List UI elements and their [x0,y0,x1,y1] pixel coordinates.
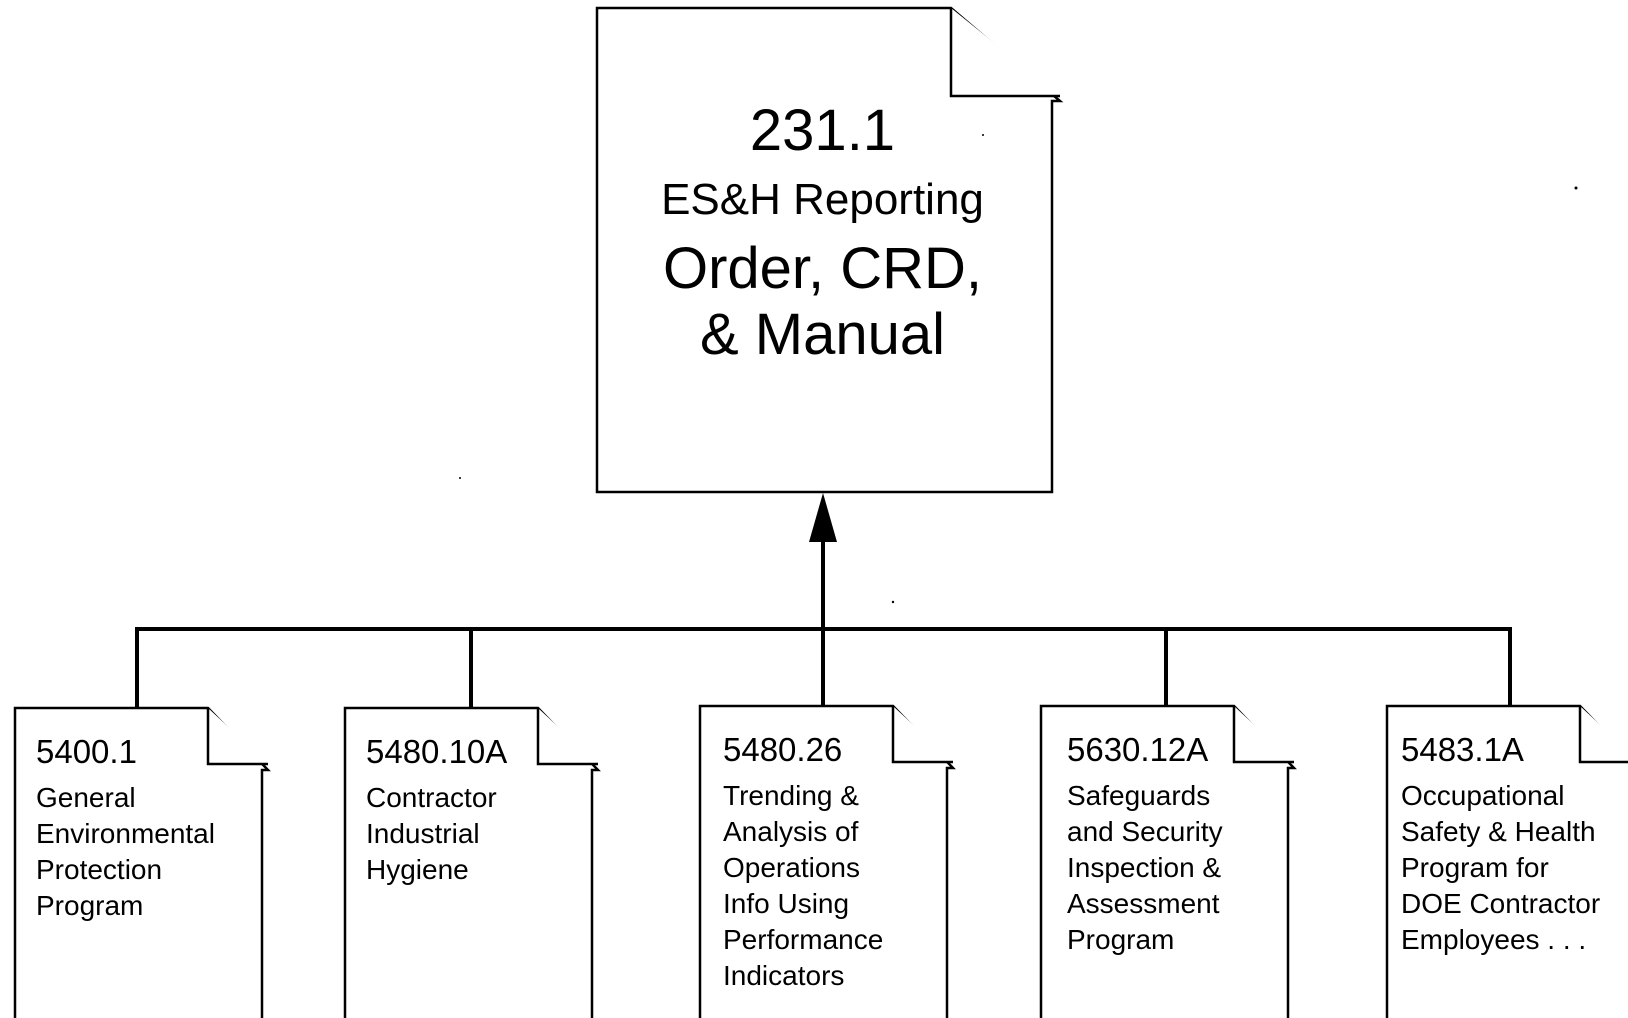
scan-speck [891,600,895,604]
child-document-2-text: 5480.10A Contractor Industrial Hygiene [366,730,507,888]
parent-document-title: Order, CRD, & Manual [662,236,983,367]
child-document-1 [13,706,271,1018]
parent-document-text: 231.1 ES&H Reporting Order, CRD, & Manua… [600,92,1045,368]
child-document-description: General Environmental Protection Program [36,782,215,921]
parent-document-subtitle: ES&H Reporting [661,175,984,224]
child-document-5-text: 5483.1A Occupational Safety & Health Pro… [1401,728,1600,958]
child-document-description: Contractor Industrial Hygiene [366,782,497,885]
child-document-number: 5480.26 [723,731,843,768]
child-document-fold [536,708,598,766]
parent-document-fold [949,8,1060,98]
child-document-4 [1039,704,1297,1018]
child-document-number: 5480.10A [366,733,508,770]
child-document-number: 5483.1A [1401,731,1524,768]
parent-document [595,6,1064,494]
parent-document-number: 231.1 [749,98,896,163]
scan-speck [459,477,461,479]
arrowhead-up [809,493,837,542]
child-document-5 [1385,704,1628,1018]
connector-tree [135,493,1512,708]
child-document-2 [343,706,601,1018]
child-document-description: Occupational Safety & Health Program for… [1401,780,1601,955]
child-document-3 [698,704,956,1018]
child-document-fold [891,706,953,764]
child-document-description: Safeguards and Security Inspection & Ass… [1067,780,1223,955]
scan-speck [982,134,984,136]
child-document-number: 5400.1 [36,733,137,770]
child-document-fold [1232,706,1294,764]
child-document-3-text: 5480.26 Trending & Analysis of Operation… [723,728,883,994]
child-document-number: 5630.12A [1067,731,1209,768]
scan-speck [1574,186,1578,190]
child-document-4-text: 5630.12A Safeguards and Security Inspect… [1067,728,1223,958]
child-document-fold [1578,706,1628,764]
child-document-1-text: 5400.1 General Environmental Protection … [36,730,215,924]
child-document-fold [206,708,268,766]
child-document-description: Trending & Analysis of Operations Info U… [723,780,884,991]
